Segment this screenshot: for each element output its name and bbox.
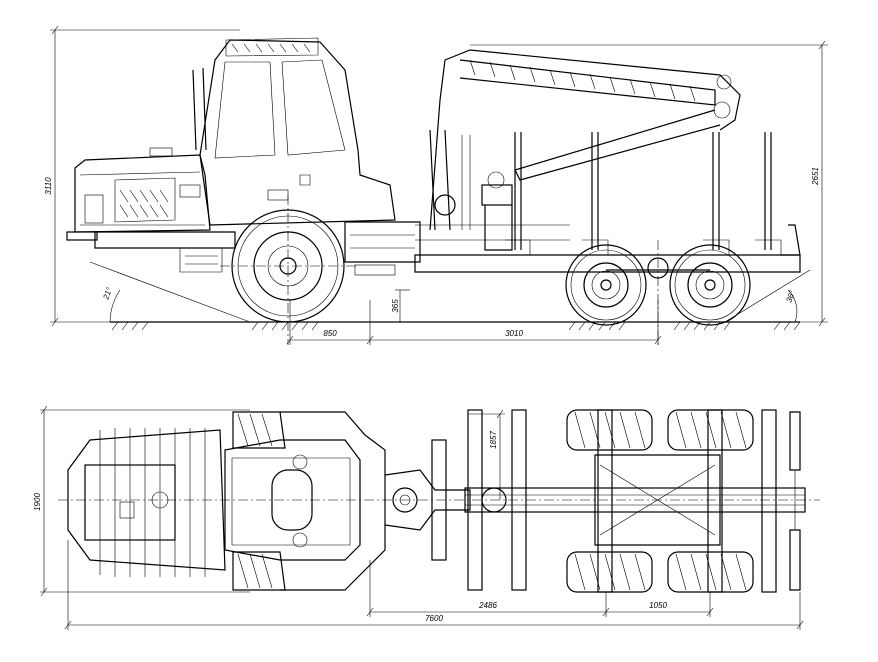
- angle-front-label: 21°: [101, 285, 114, 301]
- front-tires-top: [232, 411, 286, 591]
- dim-total-height: 3110: [44, 25, 240, 327]
- dim-horizontal-top: 2486 1050 7600: [64, 540, 804, 630]
- dim-rear-section-label: 2486: [478, 601, 497, 610]
- stakes: [505, 132, 801, 256]
- rear-frame: [414, 224, 801, 273]
- front-frame: [94, 231, 236, 273]
- front-angle: 21°: [89, 261, 251, 323]
- dim-stake-height: 2651: [470, 40, 828, 327]
- top-view: 1900 1857: [33, 405, 820, 630]
- dim-bogie-label: 1050: [649, 601, 667, 610]
- rear-angle: 36°: [724, 269, 811, 323]
- cabin-top: [224, 411, 386, 591]
- dim-height-stakes-label: 2651: [811, 167, 820, 186]
- dim-bunk: 1857: [468, 409, 505, 500]
- articulation-top: [384, 469, 806, 531]
- dim-width: 1900: [33, 405, 250, 597]
- dim-bunk-label: 1857: [489, 431, 498, 449]
- crane: [429, 49, 741, 251]
- dim-front-axle-label: 850: [323, 329, 337, 338]
- dim-height-total-label: 3110: [44, 177, 53, 195]
- dim-width-label: 1900: [33, 493, 42, 511]
- rear-gate-top: [789, 411, 801, 591]
- dim-clearance: 365: [391, 289, 410, 322]
- dim-clearance-label: 365: [391, 299, 400, 313]
- articulation: [344, 221, 421, 276]
- rear-tires-top: [566, 409, 777, 593]
- dim-horizontal-side: 850 3010: [286, 300, 662, 345]
- front-wheel: [220, 195, 356, 345]
- dim-total-length-label: 7600: [425, 614, 443, 623]
- front-module-top: [67, 428, 226, 577]
- cabin: [192, 37, 396, 226]
- side-view: 3110 2651 21° 36° 365: [44, 25, 828, 345]
- rear-wheels: [565, 240, 751, 345]
- ground-hatching: [111, 321, 801, 331]
- front-body: [66, 147, 211, 241]
- angle-rear-label: 36°: [784, 288, 797, 303]
- dim-wheelbase-label: 3010: [505, 329, 523, 338]
- crane-bunk-top: [431, 409, 527, 591]
